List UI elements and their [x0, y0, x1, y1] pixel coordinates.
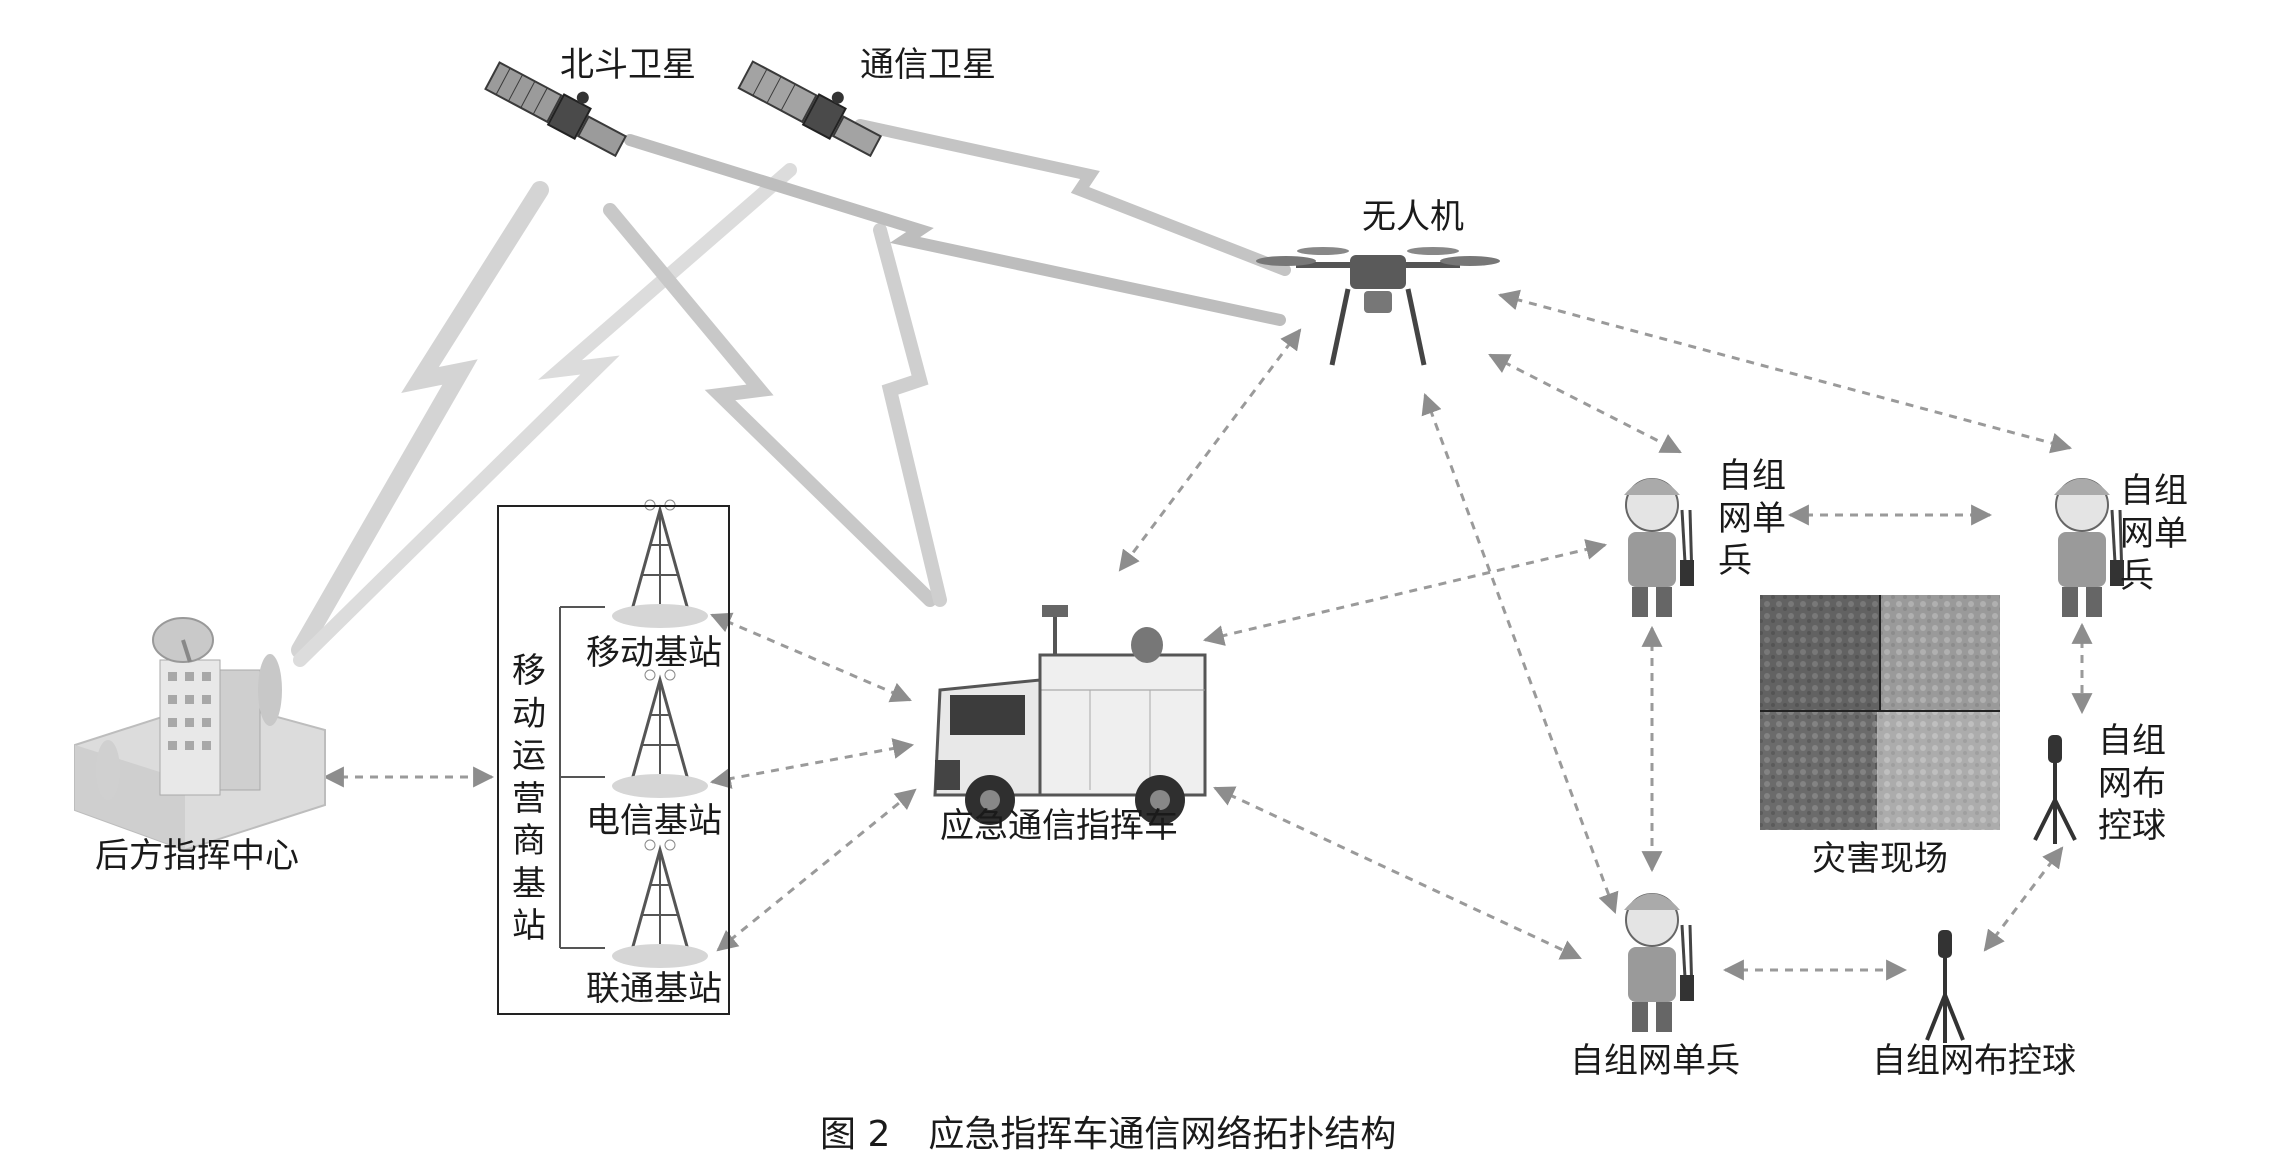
soldier-c-icon	[1624, 893, 1694, 1032]
operator-group-label: 移 动 运 营 商 基 站	[512, 651, 546, 946]
operator-bracket	[559, 606, 605, 949]
soldier-b-label: 自组 网单 兵	[2120, 471, 2188, 596]
beam-comsat-vehicle	[873, 223, 947, 607]
beam-comsat-drone	[854, 119, 1291, 276]
disaster-scene-image	[1760, 595, 2000, 830]
mobile-base-station-label: 移动基站	[586, 633, 722, 673]
drone-label: 无人机	[1362, 197, 1464, 237]
arrow-drone-vehicle	[1118, 328, 1302, 572]
figure-caption: 图 2 应急指挥车通信网络拓扑结构	[820, 1105, 1396, 1157]
arrow-telecom-vehicle	[709, 738, 915, 789]
command-center-label: 后方指挥中心	[95, 836, 299, 876]
soldier-a-label: 自组 网单 兵	[1718, 456, 1786, 581]
figure-title: 应急指挥车通信网络拓扑结构	[928, 1114, 1397, 1155]
disaster-scene-label: 灾害现场	[1812, 839, 1948, 879]
soldier-a-icon	[1624, 478, 1694, 617]
telecom-base-station-icon	[612, 669, 708, 798]
drone-icon	[1256, 247, 1500, 366]
operator-base-station-group	[497, 505, 730, 1015]
vehicle-label: 应急通信指挥车	[940, 806, 1178, 846]
figure-number: 图 2	[820, 1114, 891, 1155]
comm-satellite-label: 通信卫星	[860, 45, 996, 85]
arrow-drone-soldier-c	[1421, 393, 1619, 914]
beam-comsat-center	[293, 163, 797, 667]
arrow-drone-soldier-b	[1497, 289, 2073, 454]
beidou-satellite-icon	[484, 61, 628, 158]
soldier-b-icon	[2054, 478, 2124, 617]
telecom-base-station-label: 电信基站	[586, 801, 722, 841]
comm-satellite-icon	[737, 60, 883, 158]
arrow-vehicle-soldier-c	[1213, 786, 1582, 960]
link-arrows	[322, 289, 2093, 981]
unicom-base-station-label: 联通基站	[586, 969, 722, 1009]
arrow-drone-soldier-a	[1488, 353, 1682, 454]
command-center-icon	[74, 617, 326, 852]
control-ball-b-label: 自组网布控球	[1872, 1041, 2076, 1081]
arrow-vehicle-soldier-a	[1202, 539, 1608, 646]
mobile-base-station-icon	[612, 499, 708, 628]
arrow-mobile-vehicle	[710, 612, 912, 703]
control-ball-a-label: 自组 网布 控球	[2098, 721, 2166, 846]
command-vehicle-icon	[933, 605, 1207, 825]
unicom-base-station-icon	[612, 839, 708, 968]
soldier-c-label: 自组网单兵	[1570, 1041, 1740, 1081]
control-ball-b-icon	[1925, 930, 1965, 1043]
arrow-ball-a-ball-b	[1983, 846, 2064, 952]
control-ball-a-icon	[2033, 735, 2077, 844]
arrow-unicom-vehicle	[716, 788, 917, 952]
beam-beidou-center	[291, 181, 549, 659]
beam-beidou-drone	[624, 134, 1286, 326]
wireless-links	[291, 119, 1291, 667]
beidou-satellite-label: 北斗卫星	[560, 45, 696, 85]
beam-beidou-vehicle	[603, 203, 937, 607]
